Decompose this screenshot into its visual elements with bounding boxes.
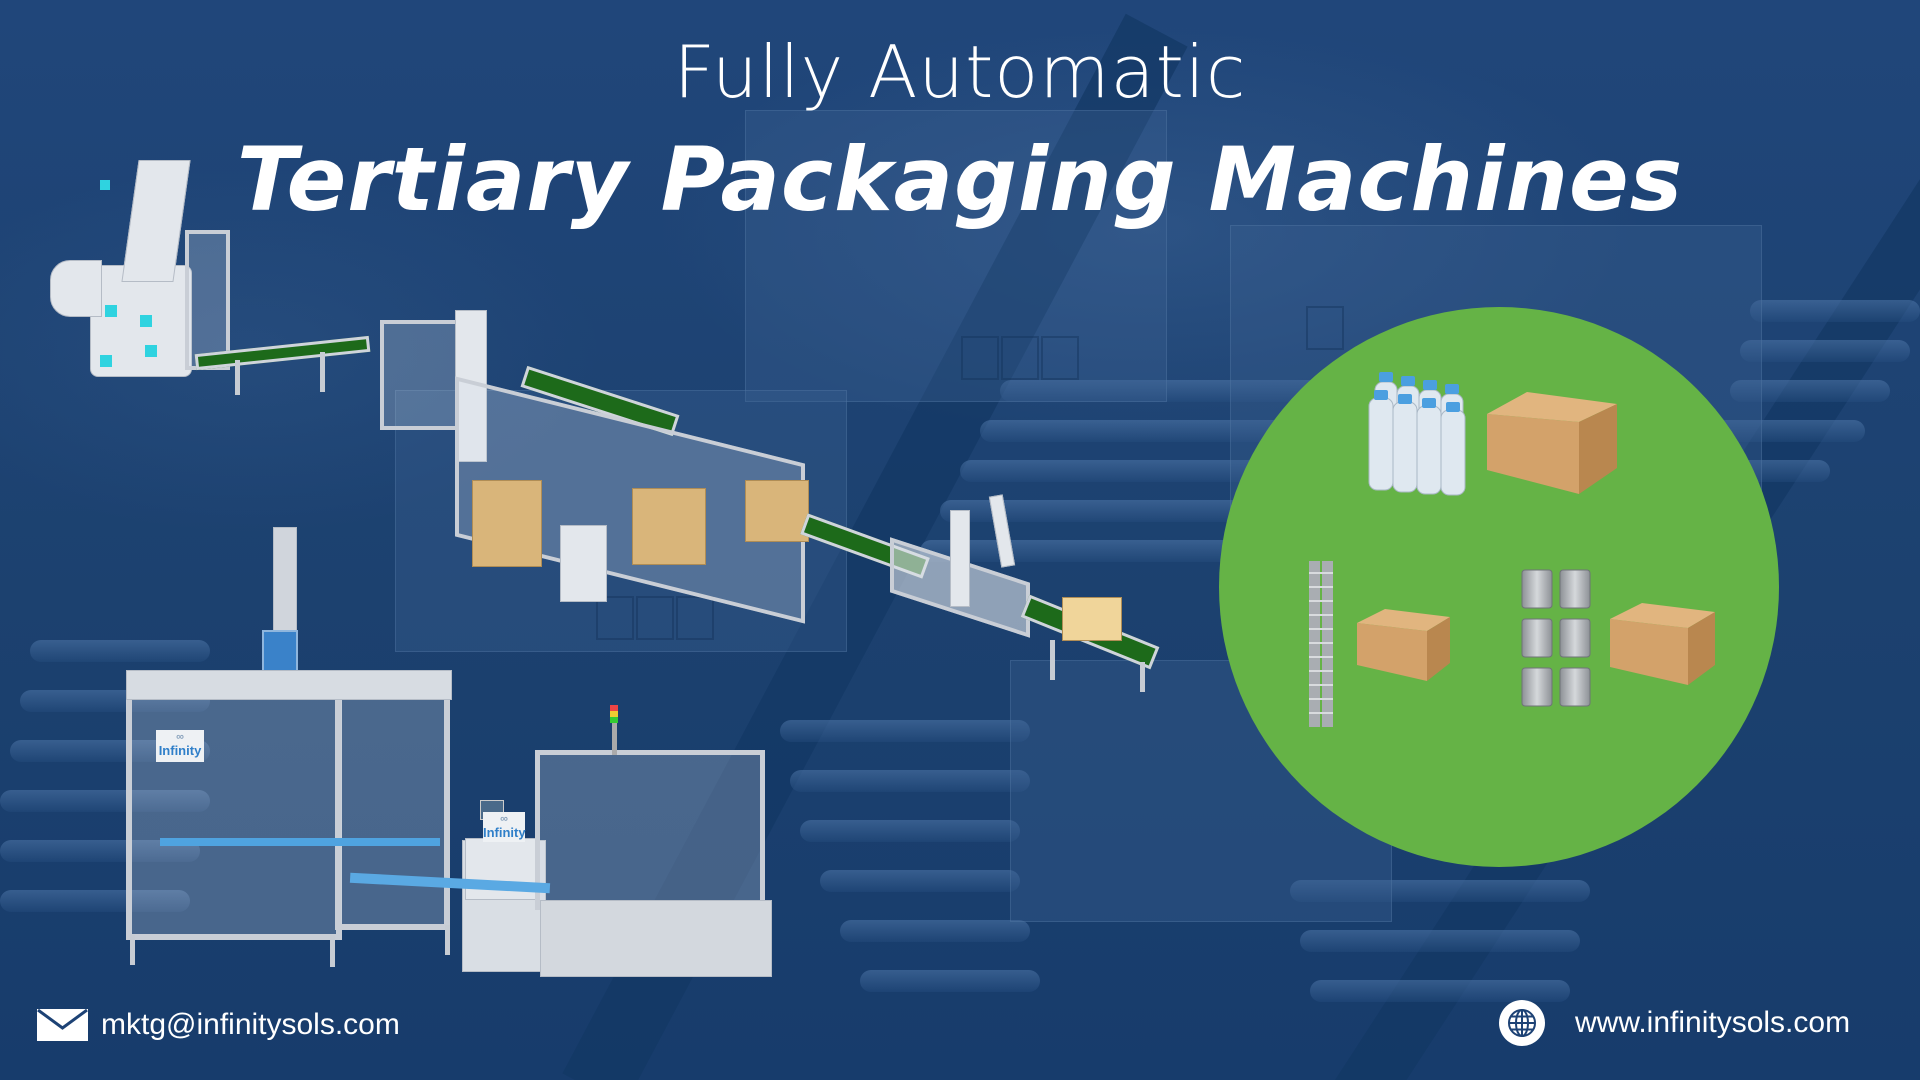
footer-website[interactable]: www.infinitysols.com — [1499, 1000, 1850, 1046]
carton — [745, 480, 809, 542]
product-examples-circle — [1219, 307, 1779, 867]
website-link[interactable]: www.infinitysols.com — [1575, 1006, 1851, 1039]
subtitle: Fully Automatic — [673, 30, 1247, 114]
bottles-6pack-icon — [1367, 370, 1469, 496]
sealed-carton — [1062, 597, 1122, 641]
pouches-icon — [1521, 569, 1592, 709]
infinity-logo: ∞Infinity — [483, 812, 526, 842]
email-link[interactable]: mktg@infinitysols.com — [101, 1008, 400, 1041]
packaging-line-illustration — [0, 0, 1200, 700]
carton — [632, 488, 706, 565]
carton-icon — [1610, 603, 1715, 685]
background-carton — [745, 110, 1167, 402]
carton-icon — [1487, 392, 1617, 494]
envelope-icon — [37, 1008, 88, 1041]
infinity-logo: ∞Infinity — [156, 730, 204, 762]
control-panel — [560, 525, 607, 602]
globe-icon — [1499, 1000, 1545, 1046]
carton-blank — [472, 480, 542, 567]
carton-icon — [1357, 609, 1450, 681]
footer-email[interactable]: mktg@infinitysols.com — [37, 1008, 400, 1042]
page-title: Tertiary Packaging Machines — [236, 128, 1684, 231]
stick-packs-icon — [1308, 561, 1335, 727]
